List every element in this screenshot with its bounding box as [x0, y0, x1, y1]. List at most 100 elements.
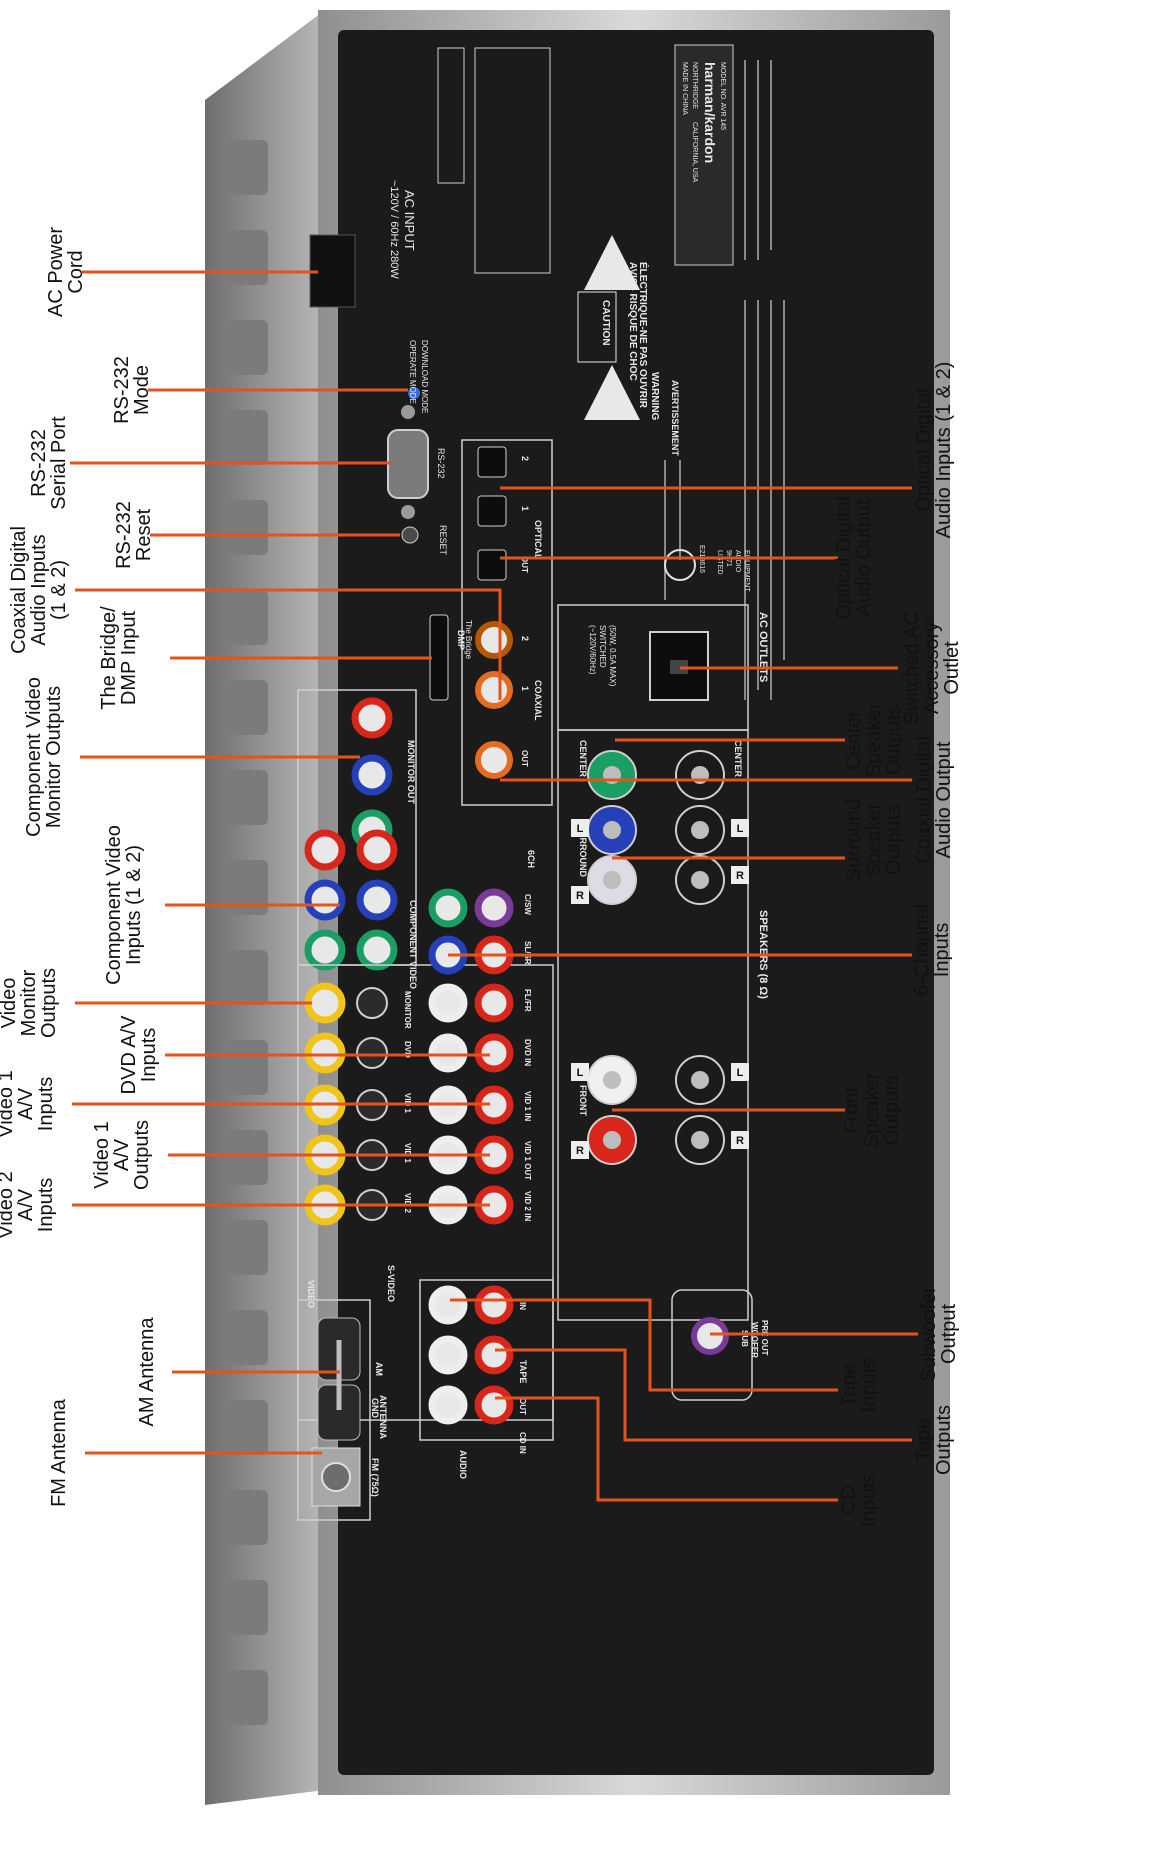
- coaxial-label: COAXIAL: [533, 680, 543, 721]
- vent-slot: [228, 1130, 268, 1185]
- tape-out-left-jack[interactable]: [428, 1335, 468, 1375]
- coaxial-out-label: OUT: [520, 750, 529, 767]
- dmp-port[interactable]: [429, 614, 449, 701]
- cd-in-left-jack[interactable]: [428, 1385, 468, 1425]
- chassis-vents: [228, 140, 268, 1725]
- optical-in-1-jack[interactable]: [477, 495, 507, 527]
- tape-inputs-callout-line: Tape: [838, 1363, 860, 1406]
- sub-label-1: SUB: [740, 1330, 749, 1347]
- channel-l-label: L: [577, 1067, 584, 1079]
- dvd-in-audio-right-jack[interactable]: [474, 1033, 514, 1073]
- optical-out-label: OUT: [520, 556, 529, 573]
- six-ch-c-sw-left-jack[interactable]: [428, 888, 468, 928]
- brand-plate: [674, 44, 734, 266]
- component-in-2-pr-jack[interactable]: [356, 829, 398, 871]
- optical-out-jack[interactable]: [477, 549, 507, 581]
- cd-inputs-callout-line: CD: [838, 1486, 860, 1515]
- coaxial-out-jack[interactable]: [475, 741, 513, 779]
- rs232-mode-callout-line: RS-232: [111, 356, 133, 424]
- monitor-out-pb-jack[interactable]: [351, 754, 393, 796]
- rs232-reset-button[interactable]: [401, 526, 419, 544]
- video-monitor-outputs-callout-line: Outputs: [38, 968, 60, 1038]
- optical-digital-audio-output-callout-line: Audio Output: [853, 499, 875, 616]
- component-video-monitor-outputs-callout-line: Component Video: [23, 677, 45, 837]
- rs232-screw-bottom: [401, 505, 415, 519]
- component-video-section: MONITOR OUT COMPONENT VIDEO: [297, 689, 418, 989]
- monitor-out-svideo-jack[interactable]: [356, 987, 388, 1019]
- front-speaker-outputs-callout-line: Speaker: [861, 1072, 883, 1147]
- dmp-section: DMP The Bridge: [429, 614, 473, 701]
- antenna-section: AM GND ANTENNA FM (75Ω): [297, 1299, 388, 1521]
- center-speaker-outputs-callout-line: Outputs: [883, 705, 905, 775]
- component-video-inputs-callout-line: Component Video: [103, 825, 125, 985]
- outlet-slot: [670, 660, 688, 674]
- channel-l-label: L: [737, 823, 744, 835]
- center-label-bottom: CENTER: [733, 740, 743, 778]
- component-in-1-pr-jack[interactable]: [304, 829, 346, 871]
- tape-in-left-jack[interactable]: [428, 1285, 468, 1325]
- switched-spec-3: (50W, 0.5A MAX): [608, 625, 617, 687]
- tape-outputs-leader: [495, 1348, 912, 1442]
- bridge-dmp-input-callout-line: The Bridge/: [98, 606, 120, 710]
- ac-power-cord-callout-line: AC Power: [45, 227, 67, 317]
- audio-row-label: FL/FR: [523, 989, 532, 1012]
- the-bridge-label: The Bridge: [464, 620, 473, 660]
- rs232-mode-callout-line: Mode: [131, 365, 153, 415]
- vent-slot: [228, 500, 268, 555]
- channel-l-badge: [571, 1063, 589, 1081]
- channel-r-label: R: [576, 890, 584, 902]
- coaxial-in-2-jack[interactable]: [475, 621, 513, 659]
- monitor-out-composite-jack[interactable]: [304, 982, 346, 1024]
- rs232-port[interactable]: [387, 429, 429, 499]
- optical-digital-audio-inputs-callout-line: Audio Inputs (1 & 2): [933, 362, 955, 539]
- dvd-in-composite-jack[interactable]: [304, 1032, 346, 1074]
- bridge-dmp-input-callout-line: DMP Input: [118, 610, 140, 705]
- switched-ac-accessory-outlet-callout-line: Accessory: [921, 622, 943, 714]
- component-in-1-pb-jack[interactable]: [304, 879, 346, 921]
- rs232-serial-port-callout-line: RS-232: [28, 429, 50, 497]
- coaxial-in-1-jack[interactable]: [475, 671, 513, 709]
- cd-in-right-jack[interactable]: [474, 1385, 514, 1425]
- fm-antenna-socket: [321, 1462, 351, 1492]
- six-ch-fl-fr-left-jack[interactable]: [428, 983, 468, 1023]
- dvd-av-inputs-callout-line: Inputs: [138, 1028, 160, 1082]
- audio-row-label: DVD IN: [523, 1039, 532, 1066]
- brand-label: harman/kardon: [702, 62, 718, 163]
- component-in-2-y-jack[interactable]: [356, 929, 398, 971]
- six-ch-fl-fr-right-jack[interactable]: [474, 983, 514, 1023]
- tape-in-right-jack[interactable]: [474, 1285, 514, 1325]
- dvd-in-svideo-jack[interactable]: [356, 1037, 388, 1069]
- video2-av-inputs-callout-line: Video 2: [0, 1171, 17, 1238]
- monitor-out-pr-jack[interactable]: [351, 697, 393, 739]
- surround-label: SURROUND: [578, 825, 588, 878]
- component-in-2-pb-jack[interactable]: [356, 879, 398, 921]
- tape-out-right-jack[interactable]: [474, 1335, 514, 1375]
- tape-inputs-callout-line: Inputs: [858, 1358, 880, 1412]
- sub-label-2: WOOFER: [750, 1322, 759, 1358]
- six-ch-label: 6CH: [526, 850, 536, 868]
- vent-slot: [228, 1580, 268, 1635]
- terminal-cap: [603, 871, 621, 889]
- rs232-mode-switch[interactable]: [408, 387, 420, 399]
- subwoofer-output-callout-line: Subwoofer: [918, 1286, 940, 1382]
- vent-slot: [228, 860, 268, 915]
- subwoofer-out-jack[interactable]: [691, 1317, 729, 1355]
- channel-l-badge: [571, 819, 589, 837]
- six-ch-c-sw-right-jack[interactable]: [474, 888, 514, 928]
- switched-ac-accessory-outlet-callout-line: Switched AC: [901, 611, 923, 724]
- component-in-1-y-jack[interactable]: [304, 929, 346, 971]
- vent-slot: [228, 1220, 268, 1275]
- optical-in-2-jack[interactable]: [477, 446, 507, 478]
- digital-audio-section: OPTICAL OUT 1 2 COAXIAL OUT 1 2: [461, 439, 553, 806]
- sub-label-3: PRE OUT: [760, 1320, 769, 1356]
- vent-slot: [228, 1310, 268, 1365]
- channel-l-label: L: [577, 823, 584, 835]
- dvd-in-audio-left-jack[interactable]: [428, 1033, 468, 1073]
